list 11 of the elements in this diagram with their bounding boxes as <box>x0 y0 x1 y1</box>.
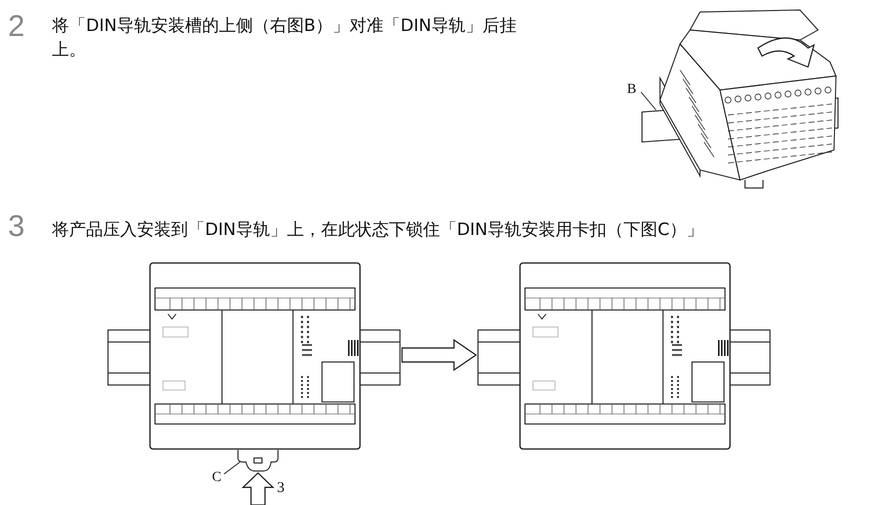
callout-letter: B <box>627 82 641 98</box>
edge-label: 3 <box>277 480 284 496</box>
hollow-arrow <box>242 472 274 505</box>
hollow-arrow <box>401 338 478 372</box>
step-number: 2 <box>8 12 25 42</box>
instruction-text: 将「DIN导轨安装槽的上侧（右图B）」对准「DIN导轨」后挂上。 <box>52 15 518 62</box>
instruction-text: 将产品压入安装到「DIN导轨」上，在此状态下锁住「DIN导轨安装用卡扣（下图C）」 <box>52 219 705 242</box>
callout-letter: C <box>212 470 226 486</box>
leader-line <box>224 462 240 474</box>
leader-line <box>640 92 656 110</box>
step-number: 3 <box>8 212 25 242</box>
